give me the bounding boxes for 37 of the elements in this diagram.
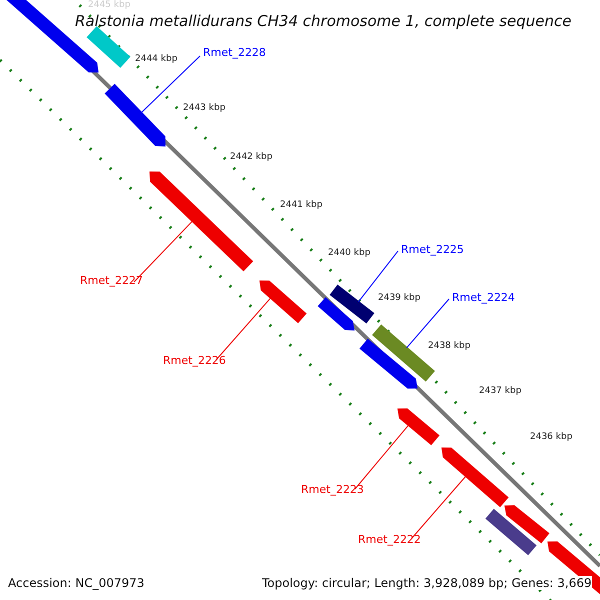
tick-label: 2438 kbp (428, 341, 470, 351)
gene-feature (485, 508, 537, 556)
gene-feature (504, 505, 550, 544)
gene-label: Rmet_2223 (301, 483, 364, 496)
leader-line (134, 220, 193, 282)
gene-label: Rmet_2222 (358, 533, 421, 546)
tick-label: 2440 kbp (328, 248, 370, 258)
tick-label: 2442 kbp (230, 152, 272, 162)
map-title: Ralstonia metallidurans CH34 chromosome 1, complete sequence (75, 12, 572, 30)
gene-feature (318, 297, 355, 331)
leader-line (406, 298, 450, 348)
leader-line (358, 250, 398, 302)
gene-label: Rmet_2225 (401, 243, 464, 256)
gene-feature (330, 284, 374, 324)
tick-label: 2441 kbp (280, 200, 322, 210)
tick-label: 2443 kbp (183, 103, 226, 113)
map-info: Topology: circular; Length: 3,928,089 bp; Genes: 3,669 (262, 576, 592, 590)
gene-feature (259, 280, 307, 324)
gene-feature (397, 408, 440, 446)
tick-label: 2437 kbp (479, 386, 522, 396)
gene-feature (149, 172, 254, 272)
tick-label: 2439 kbp (378, 293, 420, 303)
leader-line (354, 424, 410, 490)
gene-label: Rmet_2227 (80, 274, 143, 287)
tick-label: 2436 kbp (530, 432, 572, 442)
map-info: Accession: NC_007973 (8, 576, 144, 590)
gene-label: Rmet_2228 (203, 46, 266, 59)
gene-feature (441, 448, 509, 508)
gene-feature (104, 84, 166, 147)
leader-line (140, 56, 200, 114)
gene-label: Rmet_2226 (163, 354, 226, 367)
gene-feature (359, 338, 418, 389)
tick-label: 2444 kbp (135, 54, 178, 64)
leader-line (216, 297, 272, 360)
leader-line (412, 476, 466, 538)
gene-feature (86, 26, 130, 68)
gene-label: Rmet_2224 (452, 291, 515, 304)
